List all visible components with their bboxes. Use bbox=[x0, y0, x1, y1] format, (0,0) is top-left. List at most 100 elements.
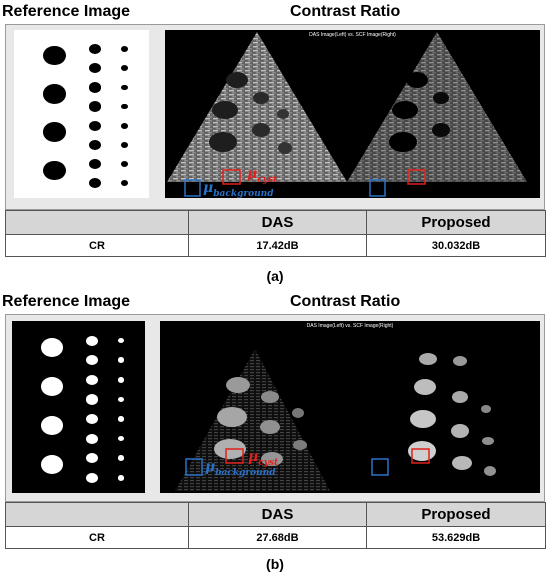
scf-target bbox=[481, 405, 491, 413]
phantom-dot bbox=[117, 455, 125, 462]
phantom-dot bbox=[85, 335, 98, 346]
table-cell: 17.42dB bbox=[188, 234, 367, 257]
phantom-dot bbox=[117, 396, 125, 403]
phantom-dot bbox=[117, 416, 125, 422]
reference-image-title: Reference Image bbox=[2, 3, 131, 20]
phantom-dot bbox=[121, 161, 129, 167]
scf-cyst bbox=[406, 72, 428, 88]
scf-cyst bbox=[432, 123, 450, 137]
phantom-dot bbox=[88, 43, 102, 55]
cyst-roi-das bbox=[222, 169, 241, 185]
contrast-ratio-title: Contrast Ratio bbox=[290, 293, 401, 310]
background-roi-scf bbox=[371, 458, 389, 476]
scf-target bbox=[452, 456, 472, 470]
table-cell: CR bbox=[5, 526, 189, 549]
phantom-dot bbox=[40, 337, 64, 357]
das-target bbox=[261, 452, 283, 466]
phantom-dot bbox=[85, 472, 98, 483]
phantom-dot bbox=[85, 374, 98, 385]
reference-phantom-image bbox=[12, 321, 145, 493]
background-roi-das bbox=[185, 458, 203, 476]
das-cyst bbox=[278, 142, 292, 154]
das-cyst bbox=[277, 109, 289, 119]
table-header-cell bbox=[5, 210, 189, 235]
table-header-cell bbox=[5, 502, 189, 527]
phantom-dot bbox=[85, 433, 98, 444]
das-target bbox=[293, 440, 307, 450]
table-cell: CR bbox=[5, 234, 189, 257]
reference-image-title: Reference Image bbox=[2, 293, 131, 310]
scf-target bbox=[414, 379, 436, 395]
phantom-dot bbox=[121, 122, 129, 129]
das-sector bbox=[167, 32, 347, 182]
phantom-dot bbox=[43, 160, 66, 181]
ultrasound-caption: DAS Image(Left) vs. SCF Image(Right) bbox=[306, 323, 394, 329]
mu-background-label: μbackground bbox=[203, 180, 274, 198]
table-cell: 30.032dB bbox=[366, 234, 546, 257]
figure-caption: (a) bbox=[266, 268, 284, 284]
cyst-roi-scf bbox=[407, 169, 426, 185]
scf-cyst bbox=[389, 132, 417, 152]
phantom-dot bbox=[117, 337, 125, 344]
phantom-dot bbox=[88, 139, 102, 151]
das-cyst bbox=[226, 72, 248, 88]
phantom-dot bbox=[85, 453, 98, 464]
phantom-dot bbox=[117, 475, 125, 481]
table-header-row: DAS Proposed bbox=[5, 502, 546, 527]
das-target bbox=[226, 377, 250, 393]
scf-target bbox=[419, 353, 437, 365]
results-table: DAS Proposed CR 27.68dB 53.629dB bbox=[5, 502, 546, 549]
phantom-dot bbox=[121, 180, 129, 187]
phantom-dot bbox=[43, 45, 66, 66]
phantom-dot bbox=[40, 415, 64, 436]
phantom-dot bbox=[85, 413, 98, 425]
table-cell: 53.629dB bbox=[366, 526, 546, 549]
scf-cyst bbox=[433, 92, 449, 104]
reference-phantom-image bbox=[14, 30, 149, 198]
scf-cyst bbox=[392, 101, 418, 119]
table-header-cell: Proposed bbox=[366, 210, 546, 235]
phantom-dot bbox=[121, 103, 129, 110]
phantom-dot bbox=[117, 435, 125, 442]
table-header-cell: Proposed bbox=[366, 502, 546, 527]
table-header-cell: DAS bbox=[188, 502, 367, 527]
das-target bbox=[260, 420, 280, 434]
phantom-dot bbox=[88, 82, 102, 93]
results-table: DAS Proposed CR 17.42dB 30.032dB bbox=[5, 210, 546, 257]
phantom-dot bbox=[88, 63, 102, 74]
background-roi-scf bbox=[369, 179, 386, 197]
das-cyst bbox=[212, 101, 238, 119]
phantom-dot bbox=[88, 120, 102, 131]
mu-background-label: μbackground bbox=[205, 459, 276, 478]
das-cyst bbox=[209, 132, 237, 152]
table-header-cell: DAS bbox=[188, 210, 367, 235]
contrast-ratio-title: Contrast Ratio bbox=[290, 3, 401, 20]
das-target bbox=[292, 408, 304, 418]
phantom-dot bbox=[121, 46, 129, 53]
phantom-dot bbox=[88, 178, 102, 189]
phantom-dot bbox=[85, 355, 98, 366]
scf-sector bbox=[347, 32, 527, 182]
das-cyst bbox=[253, 92, 269, 104]
phantom-dot bbox=[43, 122, 66, 142]
scf-target bbox=[451, 424, 469, 438]
table-row: CR 17.42dB 30.032dB bbox=[5, 234, 546, 257]
cyst-roi-das bbox=[225, 448, 244, 464]
table-cell: 27.68dB bbox=[188, 526, 367, 549]
das-sector bbox=[175, 349, 330, 491]
scf-target bbox=[453, 356, 467, 366]
phantom-dot bbox=[85, 394, 98, 405]
phantom-dot bbox=[117, 357, 125, 364]
mu-cyst-label: μcyst bbox=[247, 166, 278, 185]
scf-target bbox=[482, 437, 494, 445]
ultrasound-image: DAS Image(Left) vs. SCF Image(Right) bbox=[160, 321, 540, 493]
scf-target bbox=[410, 410, 436, 428]
phantom-dot bbox=[88, 101, 102, 112]
mu-cyst-label: μcyst bbox=[248, 449, 279, 468]
ultrasound-image: DAS Image(Left) vs. SCF Image(Right) bbox=[165, 30, 540, 198]
phantom-dot bbox=[40, 376, 64, 396]
background-roi-das bbox=[184, 179, 201, 197]
das-target bbox=[261, 391, 279, 403]
scf-target bbox=[484, 466, 496, 476]
table-header-row: DAS Proposed bbox=[5, 210, 546, 235]
